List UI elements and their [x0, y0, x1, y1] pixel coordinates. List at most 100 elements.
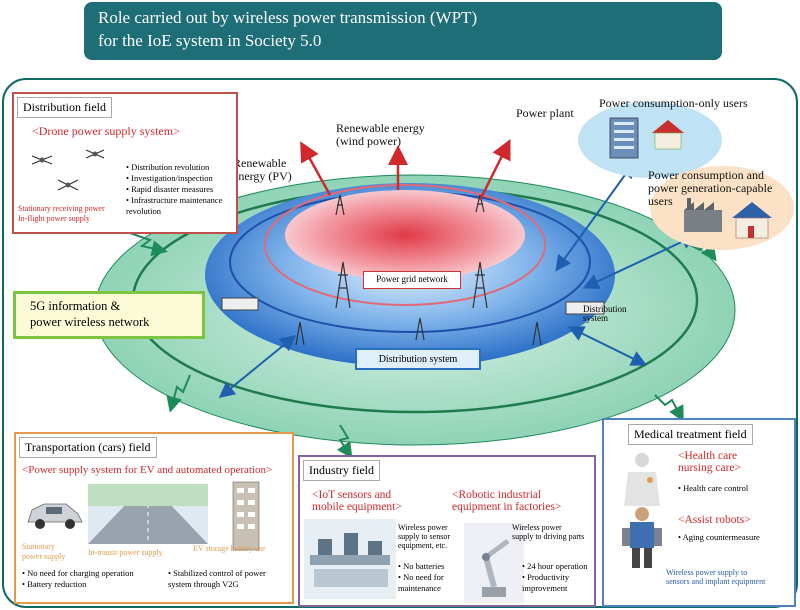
industry-field-panel: Industry field <IoT sensors and mobile e… — [298, 455, 596, 607]
arrow-pv — [300, 141, 332, 196]
caption-transit: In-transit power supply — [88, 548, 163, 557]
iot-note-1: Wireless power — [398, 523, 448, 532]
pylon-icon — [295, 194, 542, 346]
distribution-system-box: Distribution system — [355, 348, 481, 370]
info-network-line-1: 5G information & — [30, 299, 121, 313]
iot-bullets: No batteries No need for maintenance — [398, 561, 462, 594]
storage-tower-icon — [232, 481, 260, 551]
distribution-bullet: Investigation/inspection — [126, 173, 238, 184]
consumption-only-bubble — [578, 102, 722, 178]
transport-bullet: Battery reduction — [22, 579, 162, 590]
distribution-bullet: Infrastructure maintenance revolution — [126, 195, 238, 217]
renewable-pv-line-1: Renewable — [233, 156, 287, 170]
robotic-heading: <Robotic industrial equipment in factori… — [452, 489, 561, 513]
power-plant-label: Power plant — [516, 106, 574, 120]
industry-field-title: Industry field — [303, 460, 380, 481]
iot-note: Wireless power supply to sensor equipmen… — [398, 523, 450, 550]
building-icon — [609, 117, 639, 159]
robotic-heading-1: <Robotic industrial — [452, 489, 542, 501]
health-care-bullet: Health care control — [678, 483, 794, 494]
assist-robots-heading: <Assist robots> — [678, 514, 751, 526]
drone-icon — [31, 149, 105, 191]
transport-bullet: No need for charging operation — [22, 568, 162, 579]
renewable-wind-line-2: (wind power) — [336, 134, 401, 148]
health-care-bullets: Health care control — [678, 483, 794, 494]
transport-bullets-right: Stabilized control of power system throu… — [168, 568, 290, 590]
arrow-transport — [218, 334, 297, 399]
iot-heading: <IoT sensors and mobile equipment> — [312, 489, 402, 513]
caption-stationary-2: power supply — [22, 552, 66, 561]
robot-bullet: Productivity improvement — [522, 572, 596, 594]
robot-bullets: 24 hour operation Productivity improveme… — [522, 561, 596, 594]
caption-storage: EV storage battery use — [193, 544, 266, 553]
title-line-1: Role carried out by wireless power trans… — [98, 8, 478, 27]
factory-line-icon — [304, 519, 396, 599]
solar-house-icon — [732, 202, 772, 239]
body-sensor-icon — [624, 453, 660, 506]
main-frame — [2, 78, 798, 608]
iot-bullet: No batteries — [398, 561, 462, 572]
caption-stationary-1: Stationary — [22, 542, 55, 551]
iot-heading-1: <IoT sensors and — [312, 489, 392, 501]
power-grid-ring — [264, 184, 546, 306]
consumption-only-label: Power consumption-only users — [599, 96, 748, 110]
factory-icon — [684, 198, 722, 232]
transport-bullet: Stabilized control of power system throu… — [168, 568, 290, 590]
consumption-gen-line-2: power generation-capable — [648, 181, 773, 195]
info-network-box: 5G information & power wireless network — [13, 291, 205, 339]
iot-heading-2: mobile equipment> — [312, 501, 402, 513]
power-grid-network-label: Power grid network — [363, 271, 461, 289]
robotic-heading-2: equipment in factories> — [452, 501, 562, 513]
drone-heading: <Drone power supply system> — [32, 124, 180, 138]
renewable-wind-line-1: Renewable energy — [336, 121, 425, 135]
health-care-heading-2: nursing care> — [678, 462, 742, 474]
robot-note-2: supply to driving parts — [512, 532, 585, 541]
title-line-2: for the IoE system in Society 5.0 — [98, 31, 322, 50]
distribution-field-panel: Distribution field <Drone power supply s… — [12, 92, 238, 234]
distribution-field-title: Distribution field — [17, 97, 112, 118]
ev-heading: <Power supply system for EV and automate… — [22, 464, 273, 476]
renewable-pv-label: Renewable energy (PV) — [233, 157, 292, 183]
renewable-wind-label: Renewable energy (wind power) — [336, 122, 425, 148]
distribution-bullet: Rapid disaster measures — [126, 184, 238, 195]
consumption-gen-label: Power consumption and power generation-c… — [648, 169, 772, 208]
arrow-consumption-only — [555, 161, 635, 272]
drone-caption-2: In-flight power supply — [18, 214, 90, 223]
distribution-system-right-label: Distribution system — [583, 304, 627, 323]
medical-caption: Wireless power supply to sensors and imp… — [666, 568, 765, 586]
consumption-gen-line-1: Power consumption and — [648, 168, 764, 182]
title-banner: Role carried out by wireless power trans… — [84, 2, 722, 60]
medical-field-panel: Medical treatment field <Health care nur… — [602, 418, 796, 607]
assist-robot-bullets: Aging countermeasure — [678, 532, 794, 543]
medical-caption-1: Wireless power supply to — [666, 568, 748, 577]
highway-icon — [88, 484, 208, 544]
car-icon — [27, 503, 83, 529]
robot-bullet: 24 hour operation — [522, 561, 596, 572]
renewable-pv-line-2: energy (PV) — [233, 169, 292, 183]
robot-arm-icon — [464, 523, 524, 603]
substation-icon — [221, 297, 605, 315]
caption-stationary: Stationary power supply — [22, 542, 65, 562]
assist-robot-bullet: Aging countermeasure — [678, 532, 794, 543]
wireless-arrows — [129, 232, 717, 459]
transport-bullets-left: No need for charging operation Battery r… — [22, 568, 162, 590]
power-grid-ellipse — [285, 190, 525, 280]
transportation-field-panel: Transportation (cars) field <Power suppl… — [14, 432, 294, 604]
drone-caption-1: Stationary receiving power — [18, 204, 105, 213]
arrow-plant — [478, 139, 511, 201]
assist-robot-icon — [622, 507, 662, 568]
info-network-line-2: power wireless network — [30, 315, 150, 329]
drone-captions: Stationary receiving power In-flight pow… — [18, 204, 105, 224]
medical-caption-2: sensors and implant equipment — [666, 577, 766, 586]
iot-bullet: No need for maintenance — [398, 572, 462, 594]
consumption-gen-line-3: users — [648, 194, 673, 208]
iot-note-2: supply to sensor — [398, 532, 450, 541]
medical-field-title: Medical treatment field — [628, 424, 753, 445]
house-icon — [652, 120, 684, 150]
health-care-heading-1: <Health care — [678, 450, 738, 462]
distribution-bullet: Distribution revolution — [126, 162, 238, 173]
arrow-consumption-gen — [582, 234, 698, 289]
arrow-medical — [567, 326, 648, 366]
health-care-heading: <Health care nursing care> — [678, 450, 741, 474]
